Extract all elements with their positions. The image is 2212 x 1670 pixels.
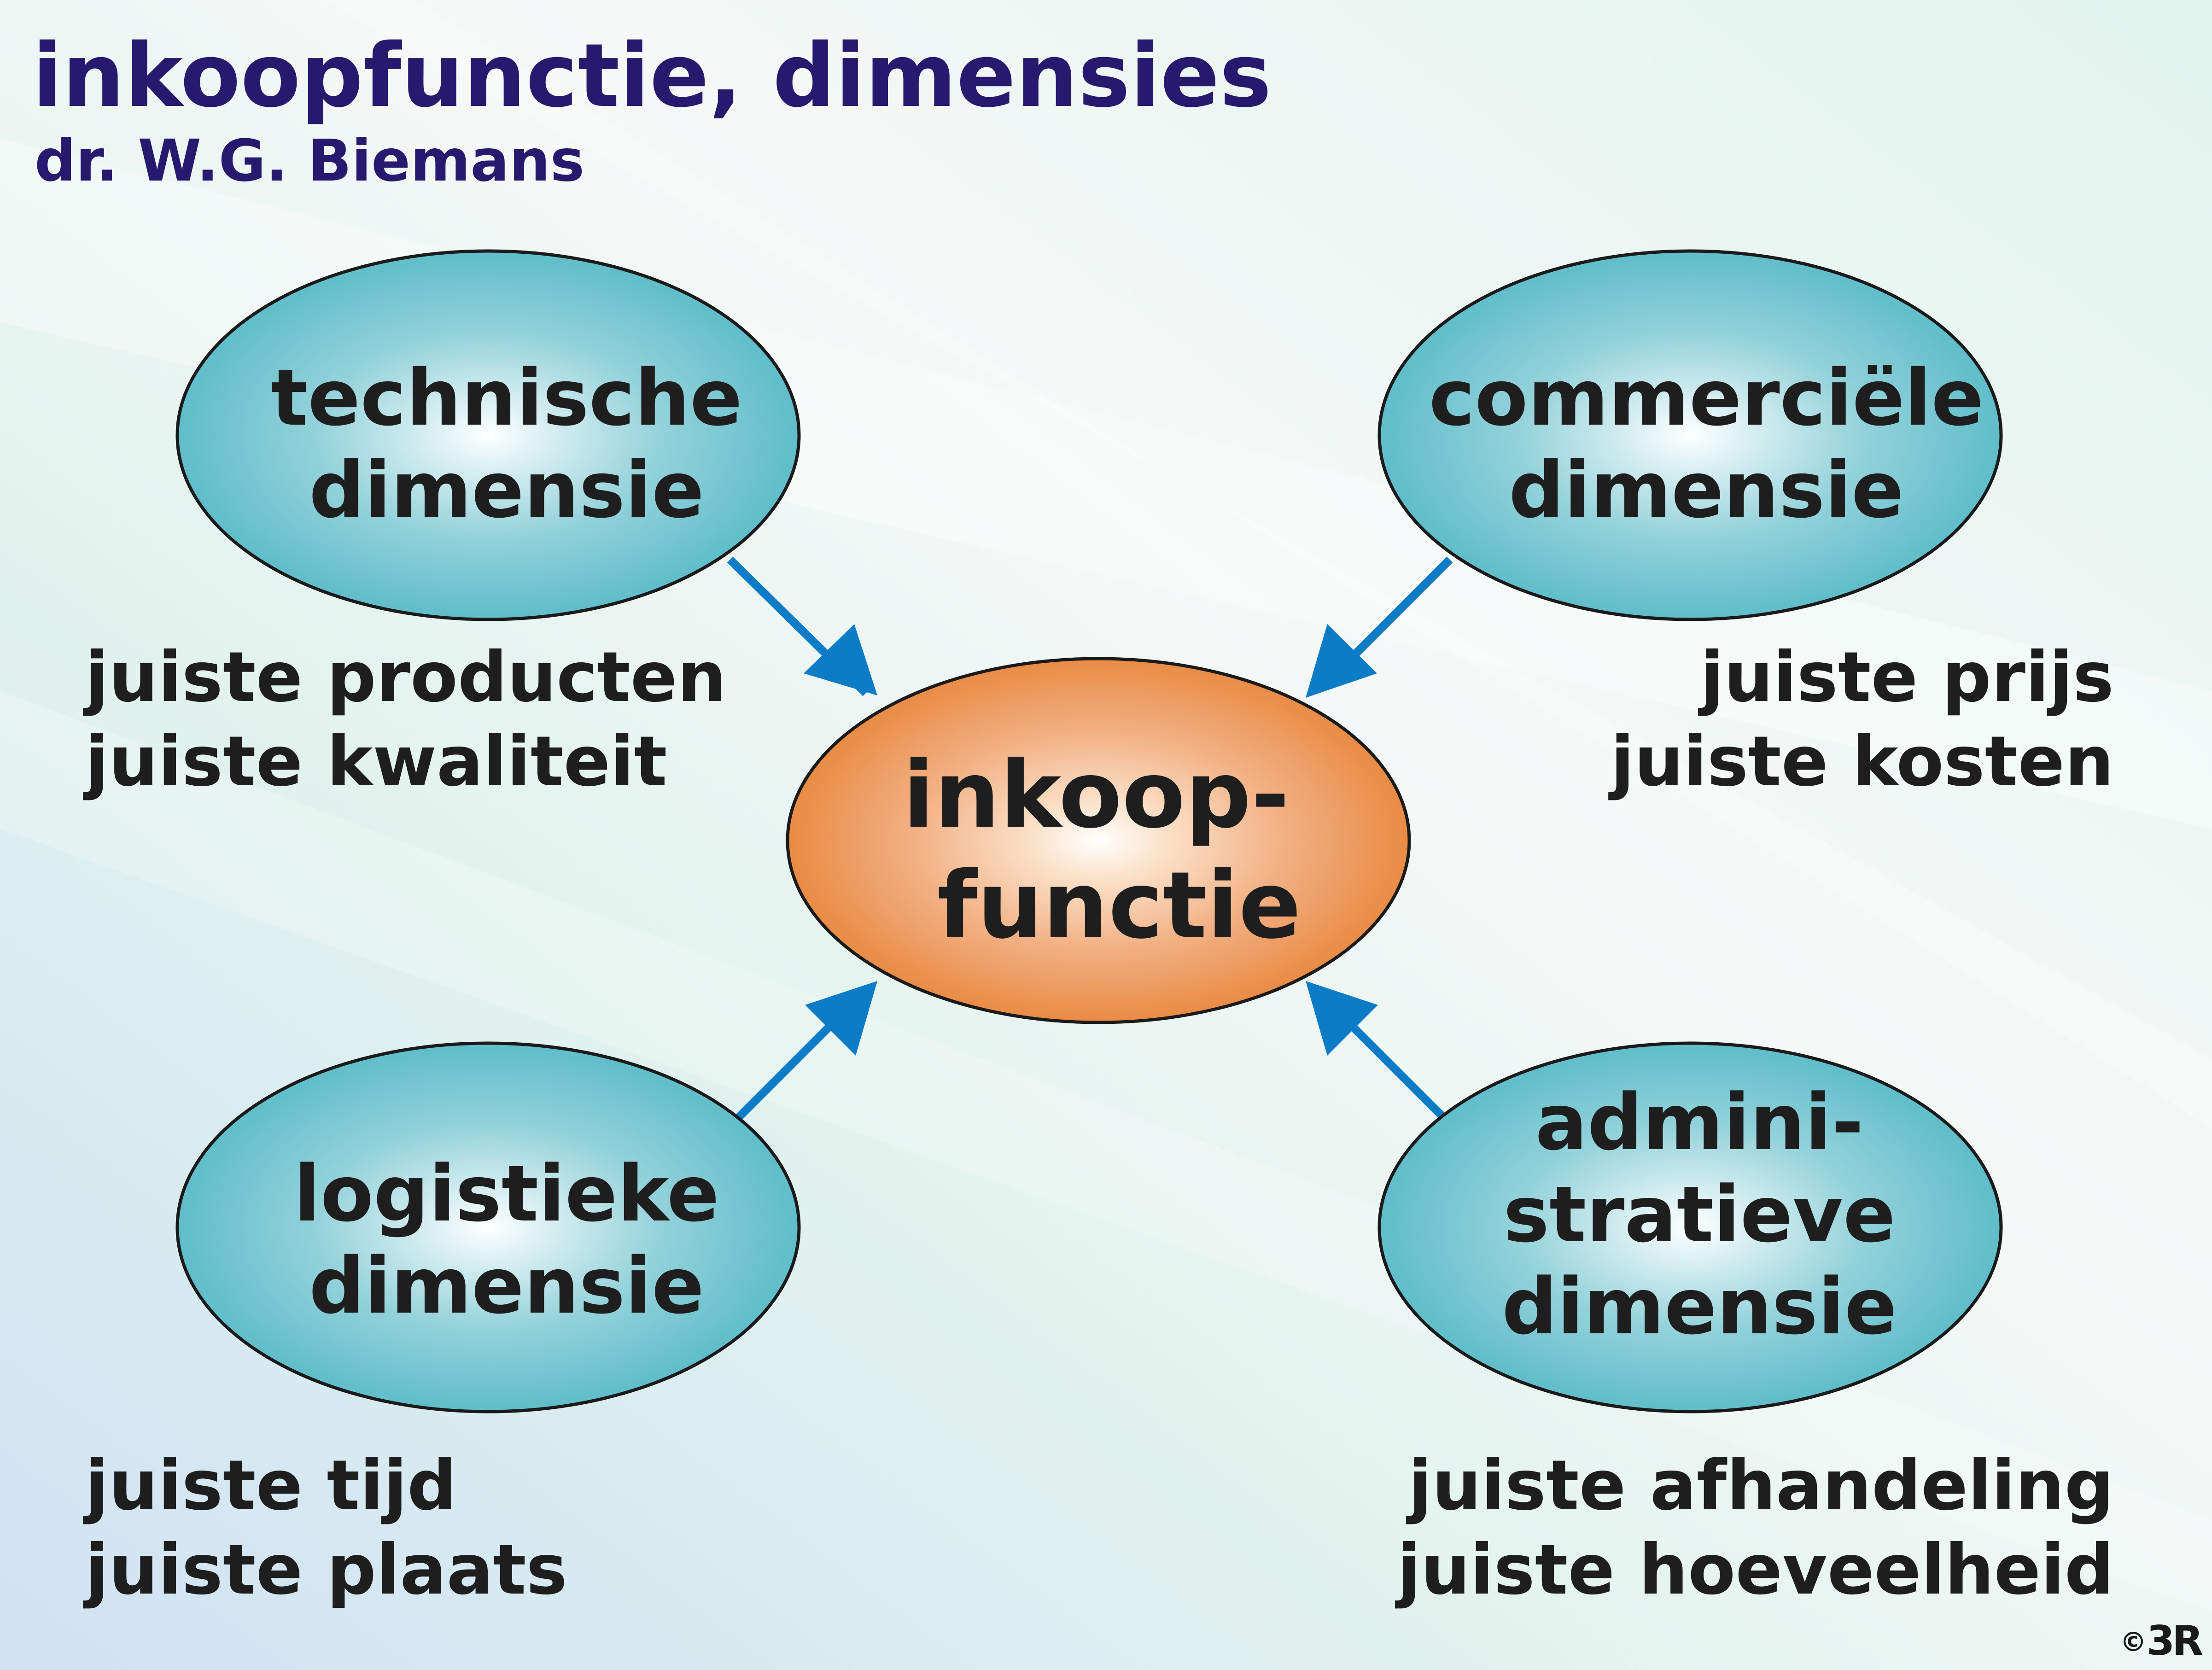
page-title: inkoopfunctie, dimensies bbox=[32, 25, 1272, 127]
node-administrative-ellipse bbox=[1377, 1041, 2003, 1413]
note-technical-1: juiste producten bbox=[85, 637, 727, 718]
node-technical-ellipse bbox=[175, 249, 801, 621]
copyright-logo: ©3R bbox=[2120, 1617, 2203, 1664]
node-commercial-label-line2: dimensie bbox=[1509, 445, 1904, 535]
node-administrative-label-line1: admini- bbox=[1535, 1077, 1863, 1168]
node-administrative-label-line3: dimensie bbox=[1502, 1261, 1897, 1352]
node-commercial-label-line1: commerciële bbox=[1429, 353, 1984, 443]
node-administrative-label-line2: stratieve bbox=[1503, 1169, 1896, 1260]
arrowhead-logistic bbox=[805, 981, 877, 1056]
center-label-line2: functie bbox=[937, 852, 1301, 959]
note-logistic-2: juiste plaats bbox=[85, 1530, 567, 1610]
node-technical-label-line1: technische bbox=[271, 353, 742, 443]
arrowhead-technical bbox=[804, 624, 877, 695]
node-logistic-ellipse bbox=[175, 1041, 801, 1413]
copyright-symbol: © bbox=[2120, 1626, 2147, 1658]
note-administrative-1: juiste afhandeling bbox=[1408, 1446, 2114, 1526]
note-administrative-2: juiste hoeveelheid bbox=[1397, 1530, 2114, 1610]
arrowhead-commercial bbox=[1306, 624, 1377, 698]
note-logistic-1: juiste tijd bbox=[85, 1446, 457, 1526]
center-ellipse bbox=[786, 657, 1411, 1024]
center-label-line1: inkoop- bbox=[903, 742, 1290, 849]
note-commercial-2: juiste kosten bbox=[1611, 722, 2114, 802]
node-logistic-label-line1: logistieke bbox=[294, 1149, 719, 1239]
node-technical-label-line2: dimensie bbox=[309, 445, 704, 535]
arrows bbox=[727, 556, 1453, 1127]
note-technical-2: juiste kwaliteit bbox=[85, 722, 667, 802]
page-subtitle-author: dr. W.G. Biemans bbox=[35, 128, 584, 194]
note-commercial-1: juiste prijs bbox=[1700, 637, 2114, 718]
node-logistic-label-line2: dimensie bbox=[309, 1241, 704, 1331]
arrowhead-administrative bbox=[1306, 981, 1378, 1056]
brand-logo-text: 3R bbox=[2147, 1617, 2203, 1664]
node-commercial-ellipse bbox=[1377, 249, 2003, 621]
